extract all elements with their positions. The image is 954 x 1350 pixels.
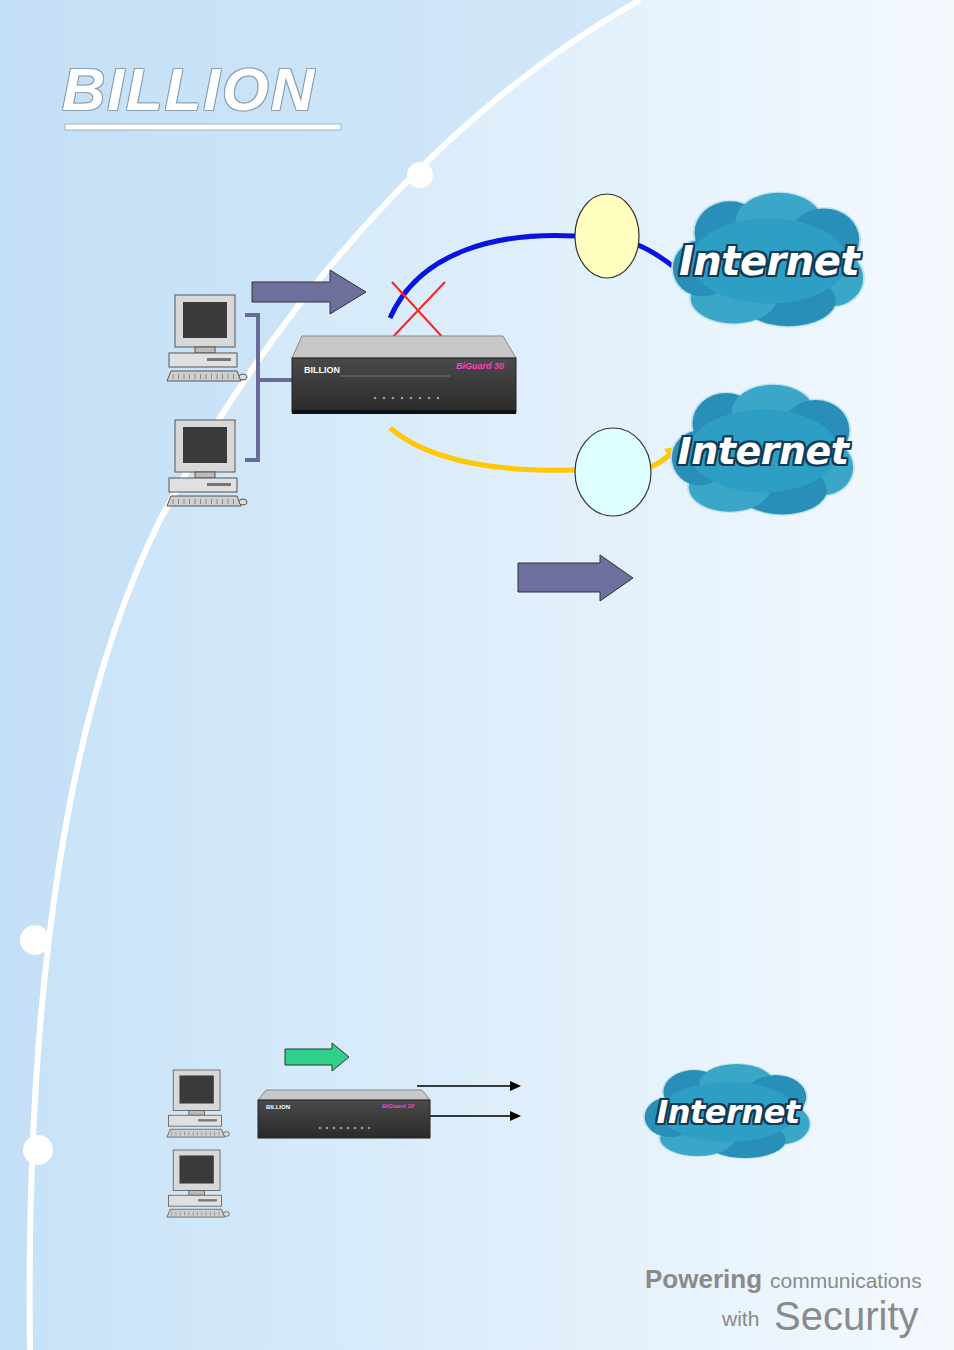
slogan: with: [722, 1308, 759, 1329]
logo-bar: [65, 124, 341, 130]
pc-group: [167, 295, 247, 1217]
pc-icon: [167, 1150, 229, 1217]
cloud-label: Internet: [656, 1093, 799, 1131]
brand-logo: BILLION: [62, 60, 316, 120]
slogan: Security: [774, 1296, 919, 1336]
pc-icon: [167, 420, 247, 506]
router-brand: BILLION: [304, 366, 340, 375]
router: [292, 336, 516, 414]
internet-cloud: Internet: [643, 1062, 813, 1162]
arc-dot: [407, 162, 433, 188]
cloud-label: Internet: [679, 238, 859, 284]
arc-dot: [23, 1135, 53, 1165]
flow-line: [417, 1086, 512, 1116]
failure-cross: [390, 282, 445, 340]
backup-route: [390, 428, 575, 470]
isp-circle: [575, 428, 651, 516]
flow-arrow: [518, 555, 633, 601]
lan-wire: [245, 315, 298, 460]
slogan: Powering: [645, 1266, 762, 1292]
primary-route: [390, 235, 575, 318]
internet-cloud: Internet: [670, 382, 857, 520]
isp-circle: [575, 194, 639, 278]
slogan: communications: [770, 1270, 922, 1291]
cloud-label: Internet: [678, 429, 849, 473]
arrow-head: [510, 1081, 521, 1091]
background-band: [0, 0, 640, 1350]
router-model: BiGuard 30: [382, 1103, 414, 1109]
router: [258, 1090, 430, 1138]
background-arc: [30, 0, 640, 1350]
arc-dot: [20, 925, 50, 955]
router-brand: BILLION: [266, 1104, 290, 1110]
flow-arrow: [285, 1043, 349, 1071]
pc-icon: [167, 295, 247, 381]
pc-icon: [167, 1070, 229, 1137]
arrow-head: [510, 1111, 521, 1121]
router-model: BiGuard 30: [456, 362, 504, 371]
internet-cloud: Internet: [671, 190, 867, 332]
flow-arrow: [252, 270, 366, 314]
